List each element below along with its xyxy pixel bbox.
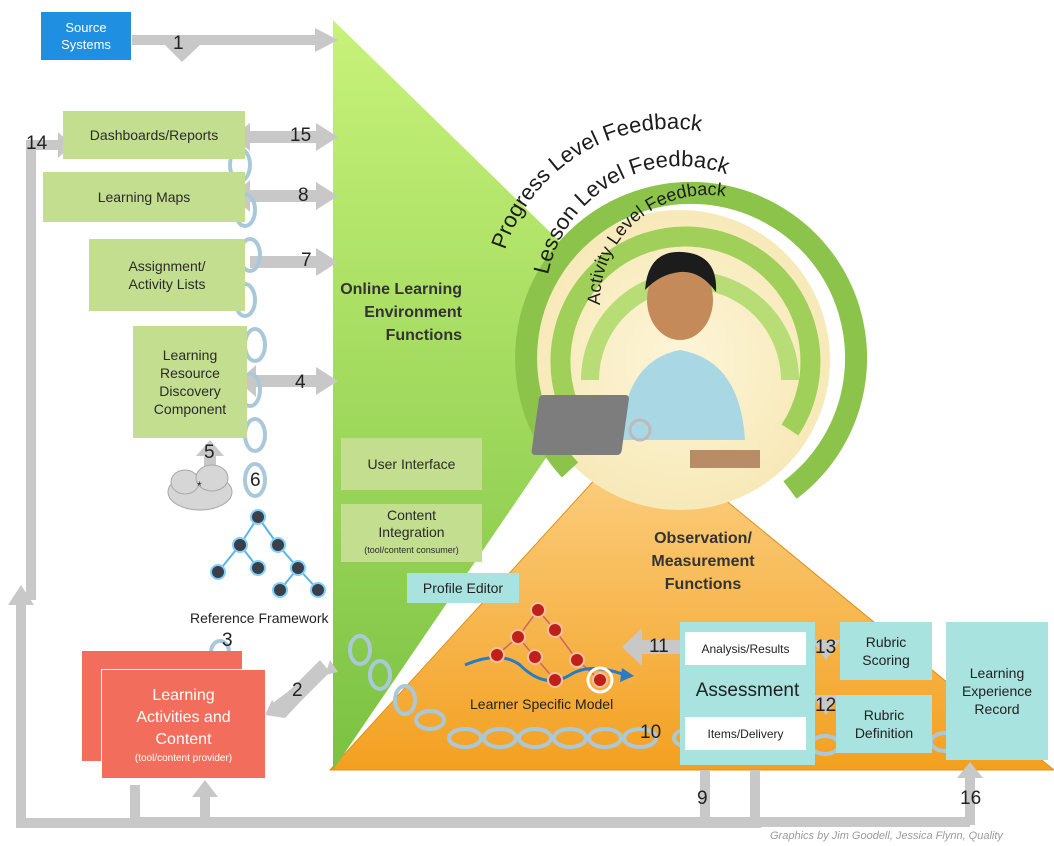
label-16: 16 bbox=[960, 788, 982, 809]
cloud-shape bbox=[167, 464, 233, 511]
label-3: 3 bbox=[222, 630, 233, 651]
assessment-box[interactable]: Analysis/Results Assessment Items/Delive… bbox=[680, 622, 815, 765]
content-integration-box[interactable]: Content Integration (tool/content consum… bbox=[341, 504, 482, 562]
assessment-title: Assessment bbox=[695, 680, 800, 701]
label-6: 6 bbox=[250, 470, 261, 491]
content-integration-sub: (tool/content consumer) bbox=[364, 545, 459, 555]
lesson-feedback-ring bbox=[550, 226, 821, 436]
label-1: 1 bbox=[173, 33, 184, 54]
label-11: 11 bbox=[649, 636, 669, 657]
label-15: 15 bbox=[290, 125, 312, 146]
label-4: 4 bbox=[295, 372, 306, 393]
label-5: 5 bbox=[204, 442, 215, 463]
learning-activities-title: Learning Activities and Content bbox=[136, 686, 231, 748]
rubric-definition-box[interactable]: Rubric Definition bbox=[836, 695, 932, 753]
reference-framework-tree bbox=[210, 509, 326, 598]
observation-functions-title: Observation/ Measurement Functions bbox=[651, 530, 755, 593]
label-10: 10 bbox=[640, 722, 662, 743]
dashboards-box[interactable]: Dashboards/Reports bbox=[63, 111, 245, 159]
ler-box[interactable]: Learning Experience Record bbox=[946, 622, 1048, 760]
content-integration-title: Content Integration bbox=[378, 507, 445, 540]
label-8: 8 bbox=[298, 185, 309, 206]
profile-editor-box[interactable]: Profile Editor bbox=[407, 573, 519, 603]
learner-figure bbox=[531, 251, 760, 468]
label-9: 9 bbox=[697, 788, 708, 809]
credit-text: Graphics by Jim Goodell, Jessica Flynn, … bbox=[770, 830, 1003, 842]
learner-model-graph bbox=[464, 602, 634, 694]
label-7: 7 bbox=[301, 250, 312, 271]
analysis-results-box[interactable]: Analysis/Results bbox=[685, 632, 806, 665]
learning-activities-box[interactable]: Learning Activities and Content (tool/co… bbox=[101, 669, 266, 779]
learning-activities-sub: (tool/content provider) bbox=[134, 752, 233, 764]
label-2: 2 bbox=[292, 680, 303, 701]
rubric-scoring-box[interactable]: Rubric Scoring bbox=[840, 622, 932, 680]
user-interface-box[interactable]: User Interface bbox=[341, 438, 482, 490]
reference-framework-label: Reference Framework bbox=[190, 610, 329, 626]
label-14: 14 bbox=[26, 133, 48, 154]
label-12: 12 bbox=[815, 695, 837, 716]
learner-model-label: Learner Specific Model bbox=[470, 696, 614, 712]
resource-discovery-box[interactable]: Learning Resource Discovery Component bbox=[133, 326, 247, 438]
assignment-lists-box[interactable]: Assignment/ Activity Lists bbox=[89, 239, 245, 311]
label-13: 13 bbox=[815, 637, 837, 658]
learning-maps-box[interactable]: Learning Maps bbox=[43, 172, 245, 222]
items-delivery-box[interactable]: Items/Delivery bbox=[685, 717, 806, 750]
ole-functions-title: Online Learning Environment Functions bbox=[340, 281, 462, 344]
progress-feedback-ring bbox=[515, 181, 868, 499]
source-systems-box[interactable]: Source Systems bbox=[41, 12, 131, 60]
cloud-label: * bbox=[197, 479, 202, 493]
